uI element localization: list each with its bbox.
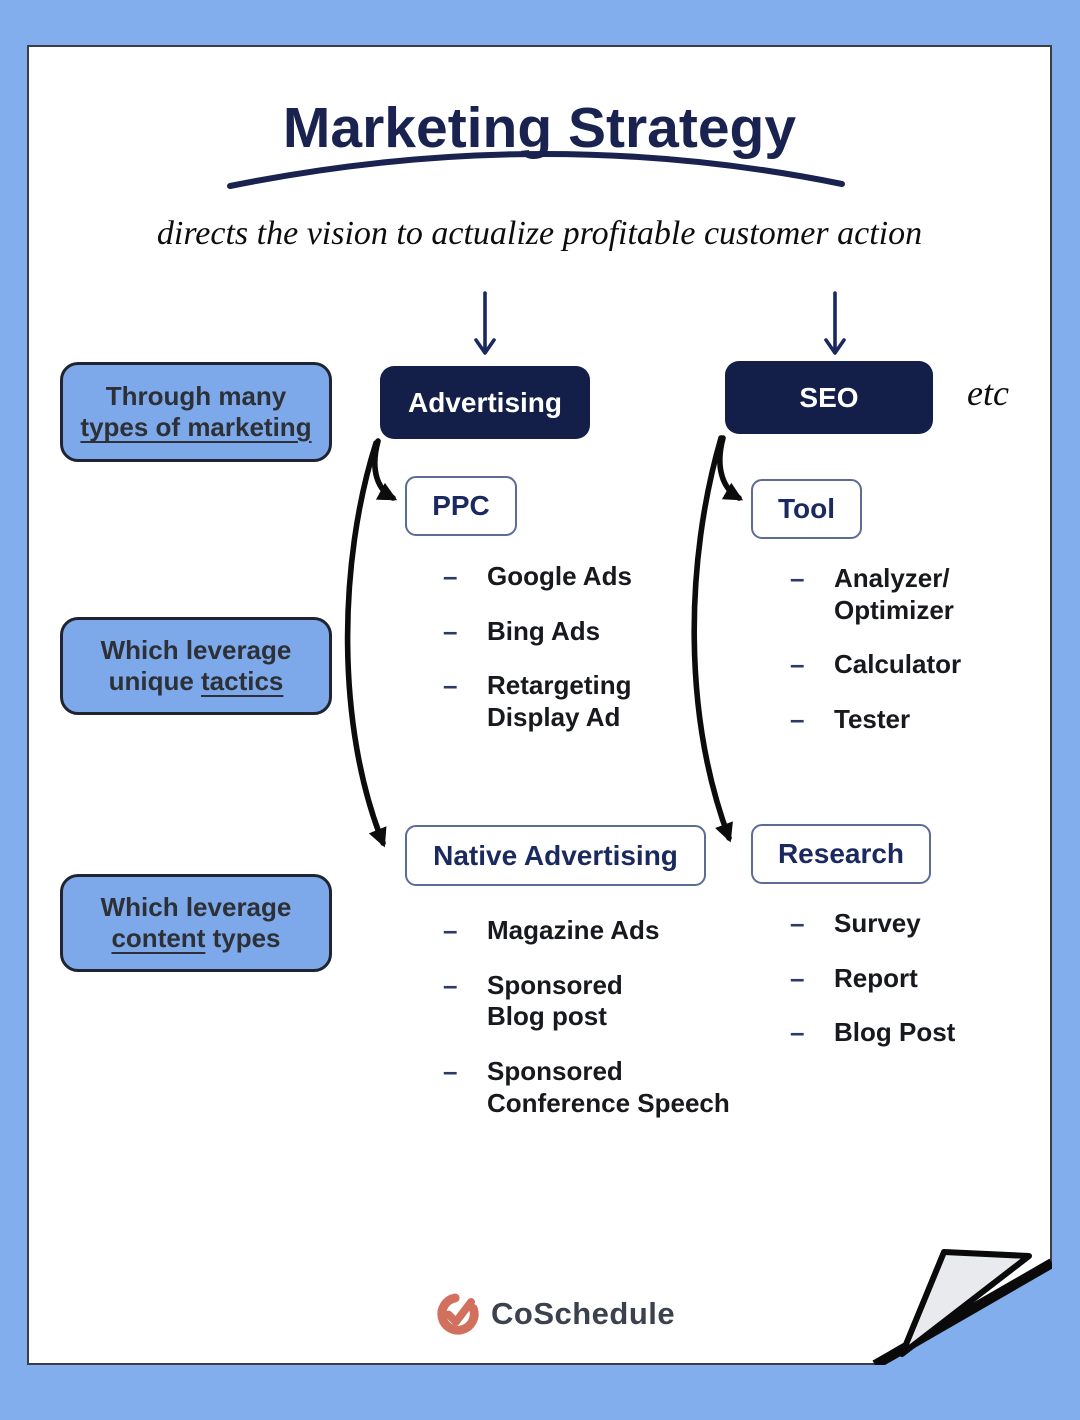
dash-bullet: –: [790, 962, 805, 993]
list-native-advertising: – Magazine Ads – Sponsored Blog post – S…: [443, 915, 730, 1143]
coschedule-logo-icon: [437, 1293, 479, 1335]
dash-bullet: –: [790, 908, 805, 938]
list-tool: – Analyzer/ Optimizer – Calculator – Tes…: [790, 563, 961, 759]
list-item-text: Magazine Ads: [487, 915, 660, 945]
page-subtitle: directs the vision to actualize profitab…: [156, 215, 923, 252]
note-post: types: [205, 923, 281, 953]
dash-bullet: –: [443, 1056, 458, 1087]
group-native-advertising: Native Advertising: [405, 825, 706, 886]
dash-bullet: –: [443, 915, 458, 945]
paper-sheet: Marketing Strategy directs the vision to…: [27, 45, 1052, 1365]
list-item: – Sponsored Blog post: [443, 970, 730, 1033]
list-item: – Calculator: [790, 649, 961, 681]
list-item-text: Analyzer/ Optimizer: [834, 563, 954, 625]
list-item-text: Survey: [834, 908, 921, 938]
dash-bullet: –: [443, 615, 458, 646]
note-underlined: types of marketing: [80, 412, 312, 442]
arrow-seo-to-tool: [717, 435, 744, 501]
down-arrow-seo: [824, 291, 846, 355]
arrow-seo-to-research: [691, 435, 733, 843]
list-item: – Sponsored Conference Speech: [443, 1056, 730, 1119]
brand-footer: CoSchedule: [29, 1291, 1050, 1351]
list-item: – Retargeting Display Ad: [443, 670, 632, 733]
dash-bullet: –: [790, 563, 805, 593]
list-item-text: Sponsored Blog post: [487, 969, 623, 1032]
note-line1: Which leverage: [100, 635, 292, 666]
group-ppc: PPC: [405, 476, 517, 536]
note-unique-tactics: Which leverage unique tactics: [60, 617, 332, 715]
list-item-text: Report: [834, 962, 918, 993]
dash-bullet: –: [790, 1017, 805, 1048]
etc-label: etc: [967, 373, 1009, 413]
dash-bullet: –: [443, 969, 458, 1000]
dash-bullet: –: [790, 704, 805, 735]
list-item: – Analyzer/ Optimizer: [790, 563, 961, 626]
note-line1: Which leverage: [100, 892, 292, 923]
dash-bullet: –: [443, 561, 458, 591]
brand-name: CoSchedule: [491, 1296, 676, 1331]
list-item-text: Tester: [834, 704, 911, 735]
dash-bullet: –: [443, 670, 458, 701]
list-item-text: Blog Post: [834, 1017, 956, 1048]
group-research: Research: [751, 824, 931, 884]
list-research: – Survey – Report – Blog Post: [790, 908, 955, 1072]
list-item-text: Google Ads: [487, 561, 632, 591]
category-seo: SEO: [725, 361, 933, 434]
category-advertising: Advertising: [380, 366, 590, 439]
note-pre: unique: [108, 666, 202, 696]
list-item: – Bing Ads: [443, 616, 632, 648]
note-types-of-marketing: Through many types of marketing: [60, 362, 332, 462]
arrow-advertising-to-ppc: [372, 438, 398, 501]
group-tool: Tool: [751, 479, 862, 539]
list-item-text: Bing Ads: [487, 615, 601, 646]
list-ppc: – Google Ads – Bing Ads – Retargeting Di…: [443, 561, 632, 757]
list-item: – Report: [790, 963, 955, 995]
arrow-advertising-to-native: [344, 440, 387, 848]
page-title: Marketing Strategy: [282, 96, 797, 160]
down-arrow-advertising: [474, 291, 496, 355]
note-underlined: content: [111, 923, 206, 953]
note-line1: Through many: [105, 381, 287, 412]
list-item-text: Calculator: [834, 649, 962, 680]
list-item-text: Sponsored Conference Speech: [487, 1056, 730, 1118]
page-fold-corner: [872, 1249, 1052, 1365]
dash-bullet: –: [790, 649, 805, 680]
note-underlined: tactics: [201, 666, 284, 696]
list-item: – Google Ads: [443, 561, 632, 593]
list-item-text: Retargeting Display Ad: [487, 670, 632, 733]
list-item: – Magazine Ads: [443, 915, 730, 947]
note-content-types: Which leverage content types: [60, 874, 332, 972]
list-item: – Tester: [790, 704, 961, 736]
list-item: – Survey: [790, 908, 955, 940]
list-item: – Blog Post: [790, 1017, 955, 1049]
